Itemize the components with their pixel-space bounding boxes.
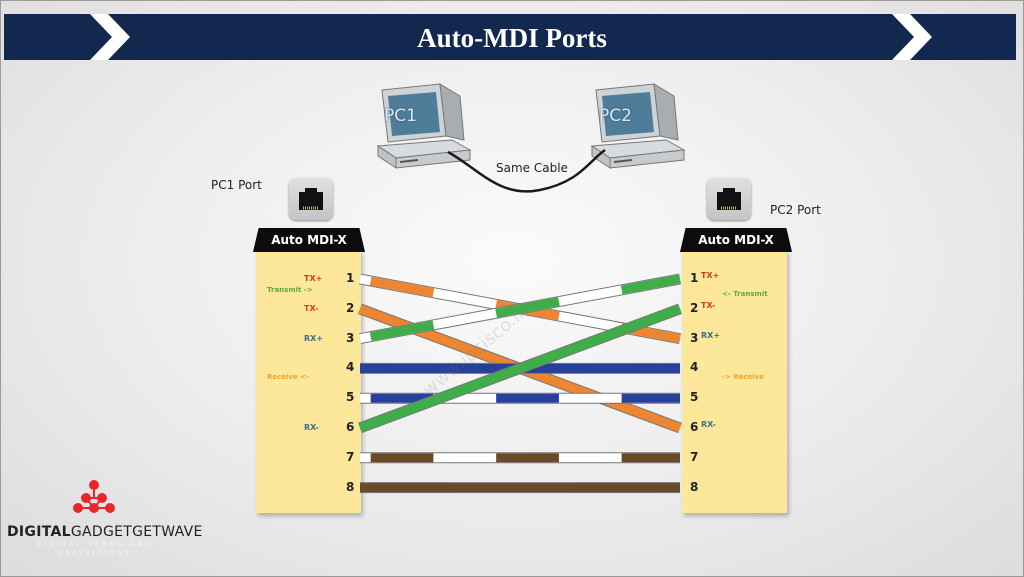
rj45-port-icon-left — [289, 178, 333, 220]
right-pin-1: 1 — [690, 271, 699, 285]
right-pin-3: 3 — [690, 330, 699, 345]
left-signal-tx-plus: TX+ — [304, 274, 323, 283]
logo-bold: DIGITAL — [7, 524, 71, 540]
right-signal-rx-minus: RX- — [701, 420, 716, 429]
right-signal-rx-plus: RX+ — [701, 330, 721, 340]
pc2-computer-icon — [590, 83, 686, 169]
right-pin-8: 8 — [690, 479, 699, 494]
right-signal-tx-minus: TX- — [701, 300, 716, 310]
page-title: Auto-MDI Ports — [417, 23, 607, 53]
left-signal-rx-plus: RX+ — [304, 333, 324, 343]
chevron-left-icon — [90, 14, 130, 60]
left-pin-2: 2 — [346, 300, 355, 315]
wire-white-green — [358, 273, 682, 345]
left-pin-3: 3 — [346, 330, 355, 345]
left-signal-rx-minus: RX- — [304, 423, 319, 432]
logo-subtitle: DIGITAL TERMS AND DEFINITIONS — [36, 540, 154, 557]
left-pin-1: 1 — [346, 271, 355, 285]
title-banner — [4, 14, 1016, 60]
right-pin-4: 4 — [690, 360, 699, 375]
left-signal-tx-minus: TX- — [304, 303, 319, 313]
left-pin-5: 5 — [346, 390, 355, 405]
same-cable-line — [447, 148, 606, 193]
right-pin-6: 6 — [690, 420, 699, 434]
right-pin-5: 5 — [690, 390, 699, 405]
wire-green — [358, 303, 682, 434]
left-transmit-hint: Transmit -> — [267, 286, 313, 294]
right-receive-hint: -> Receive — [722, 373, 764, 381]
left-panel-header: Auto MDI-X — [253, 228, 365, 252]
banner-background — [4, 14, 1016, 60]
logo-wordmark: DIGITALGADGETGETWAVE — [7, 524, 203, 540]
left-port-panel — [256, 250, 361, 513]
logo-molecule-icon — [73, 480, 115, 513]
left-pin-6: 6 — [346, 420, 355, 434]
left-receive-hint: Receive <- — [267, 373, 309, 381]
right-pin-7: 7 — [690, 449, 699, 464]
left-pin-8: 8 — [346, 479, 355, 494]
right-pin-2: 2 — [690, 300, 699, 315]
rj45-port-icon-right — [707, 178, 751, 220]
left-pin-7: 7 — [346, 449, 355, 464]
wire-fill — [358, 304, 682, 433]
pc2-port-label: PC2 Port — [770, 203, 821, 217]
right-port-panel — [682, 250, 787, 513]
chevron-right-icon — [892, 14, 932, 60]
pc1-label: PC1 — [384, 106, 417, 126]
logo-rest: GADGETGETWAVE — [70, 524, 203, 540]
wire-stripe — [359, 274, 681, 344]
right-panel-header: Auto MDI-X — [680, 228, 792, 252]
right-signal-tx-plus: TX+ — [701, 271, 720, 280]
cable-label: Same Cable — [496, 161, 568, 175]
pc1-port-label: PC1 Port — [211, 178, 262, 192]
pc2-label: PC2 — [599, 106, 632, 126]
left-pin-4: 4 — [346, 360, 355, 375]
right-transmit-hint: <- Transmit — [722, 290, 768, 298]
pc1-computer-icon — [376, 83, 472, 169]
